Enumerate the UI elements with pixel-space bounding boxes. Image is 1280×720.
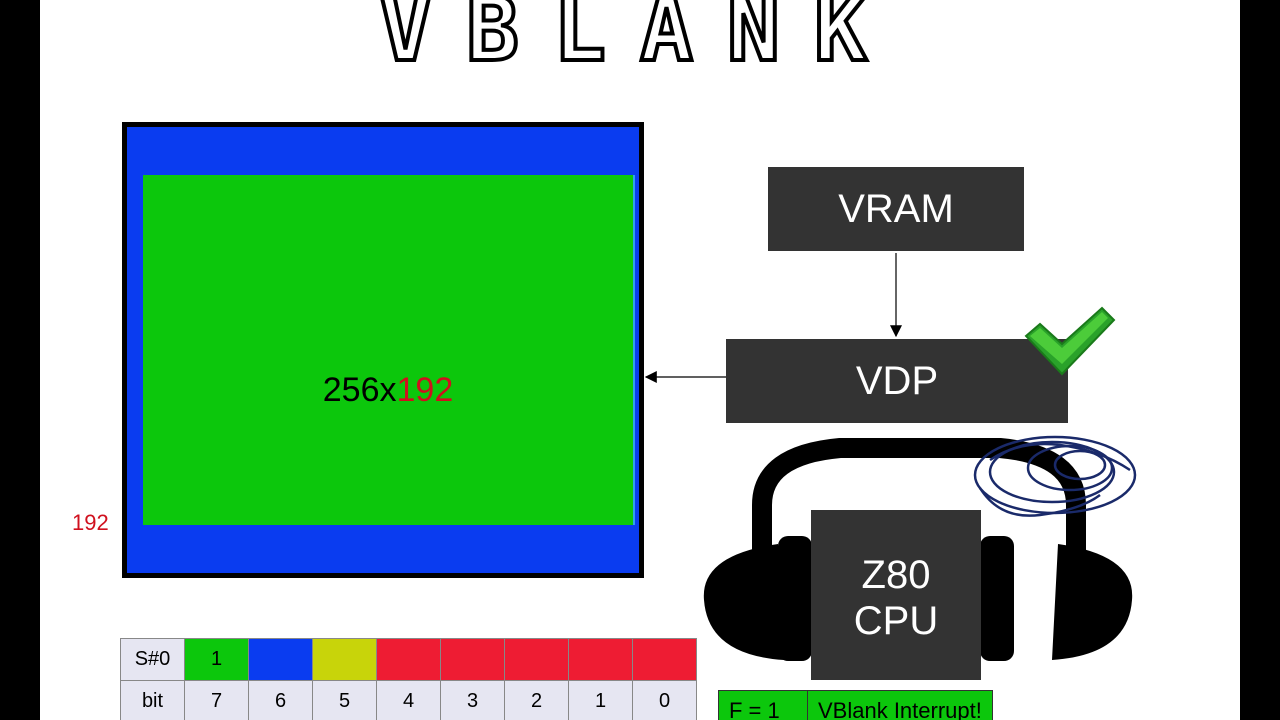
resolution-label: 256x192: [143, 371, 633, 410]
register-name-cell: S#0: [120, 638, 185, 681]
cpu-line2: CPU: [853, 599, 939, 643]
resolution-height: 192: [396, 371, 454, 409]
slide: VBLANK 256x192 192 VRA: [40, 0, 1240, 720]
register-value-row: S#0 1: [120, 638, 697, 681]
vram-box: VRAM: [768, 167, 1024, 251]
headphones-icon: [703, 438, 1133, 661]
register-bit-row: bit 7 6 5 4 3 2 1 0: [120, 680, 697, 720]
bit4-value-cell: [376, 638, 441, 681]
scribble-mark: [973, 435, 1137, 517]
interrupt-message: VBlank Interrupt!: [808, 691, 992, 720]
slide-title: VBLANK: [377, 0, 901, 83]
bit-number-cell: 0: [632, 680, 697, 720]
bit-number-cell: 7: [184, 680, 249, 720]
bit1-value-cell: [568, 638, 633, 681]
interrupt-flag: F = 1: [719, 691, 808, 720]
bit-number-cell: 4: [376, 680, 441, 720]
bit3-value-cell: [440, 638, 505, 681]
bit0-value-cell: [632, 638, 697, 681]
bit-number-cell: 3: [440, 680, 505, 720]
cpu-line1: Z80: [861, 553, 931, 597]
tv-screen: 256x192: [122, 122, 644, 578]
bit7-value-cell: 1: [184, 638, 249, 681]
vdp-box: VDP: [726, 339, 1068, 423]
bit2-value-cell: [504, 638, 569, 681]
line-count-label: 192: [72, 510, 109, 535]
bit-label-cell: bit: [120, 680, 185, 720]
bit5-value-cell: [312, 638, 377, 681]
bit-number-cell: 2: [504, 680, 569, 720]
bit6-value-cell: [248, 638, 313, 681]
diagram-graphics: [644, 253, 1137, 661]
interrupt-status-bar: F = 1 VBlank Interrupt!: [718, 690, 993, 720]
bit-number-cell: 1: [568, 680, 633, 720]
z80-cpu-box: Z80 CPU: [811, 510, 981, 680]
checkmark-icon: [1024, 306, 1116, 376]
status-register-table: S#0 1 bit 7 6 5 4 3 2 1 0: [120, 638, 697, 720]
bit-number-cell: 5: [312, 680, 377, 720]
active-display-area: 256x192: [143, 175, 635, 525]
resolution-width: 256x: [322, 371, 397, 409]
bit-number-cell: 6: [248, 680, 313, 720]
